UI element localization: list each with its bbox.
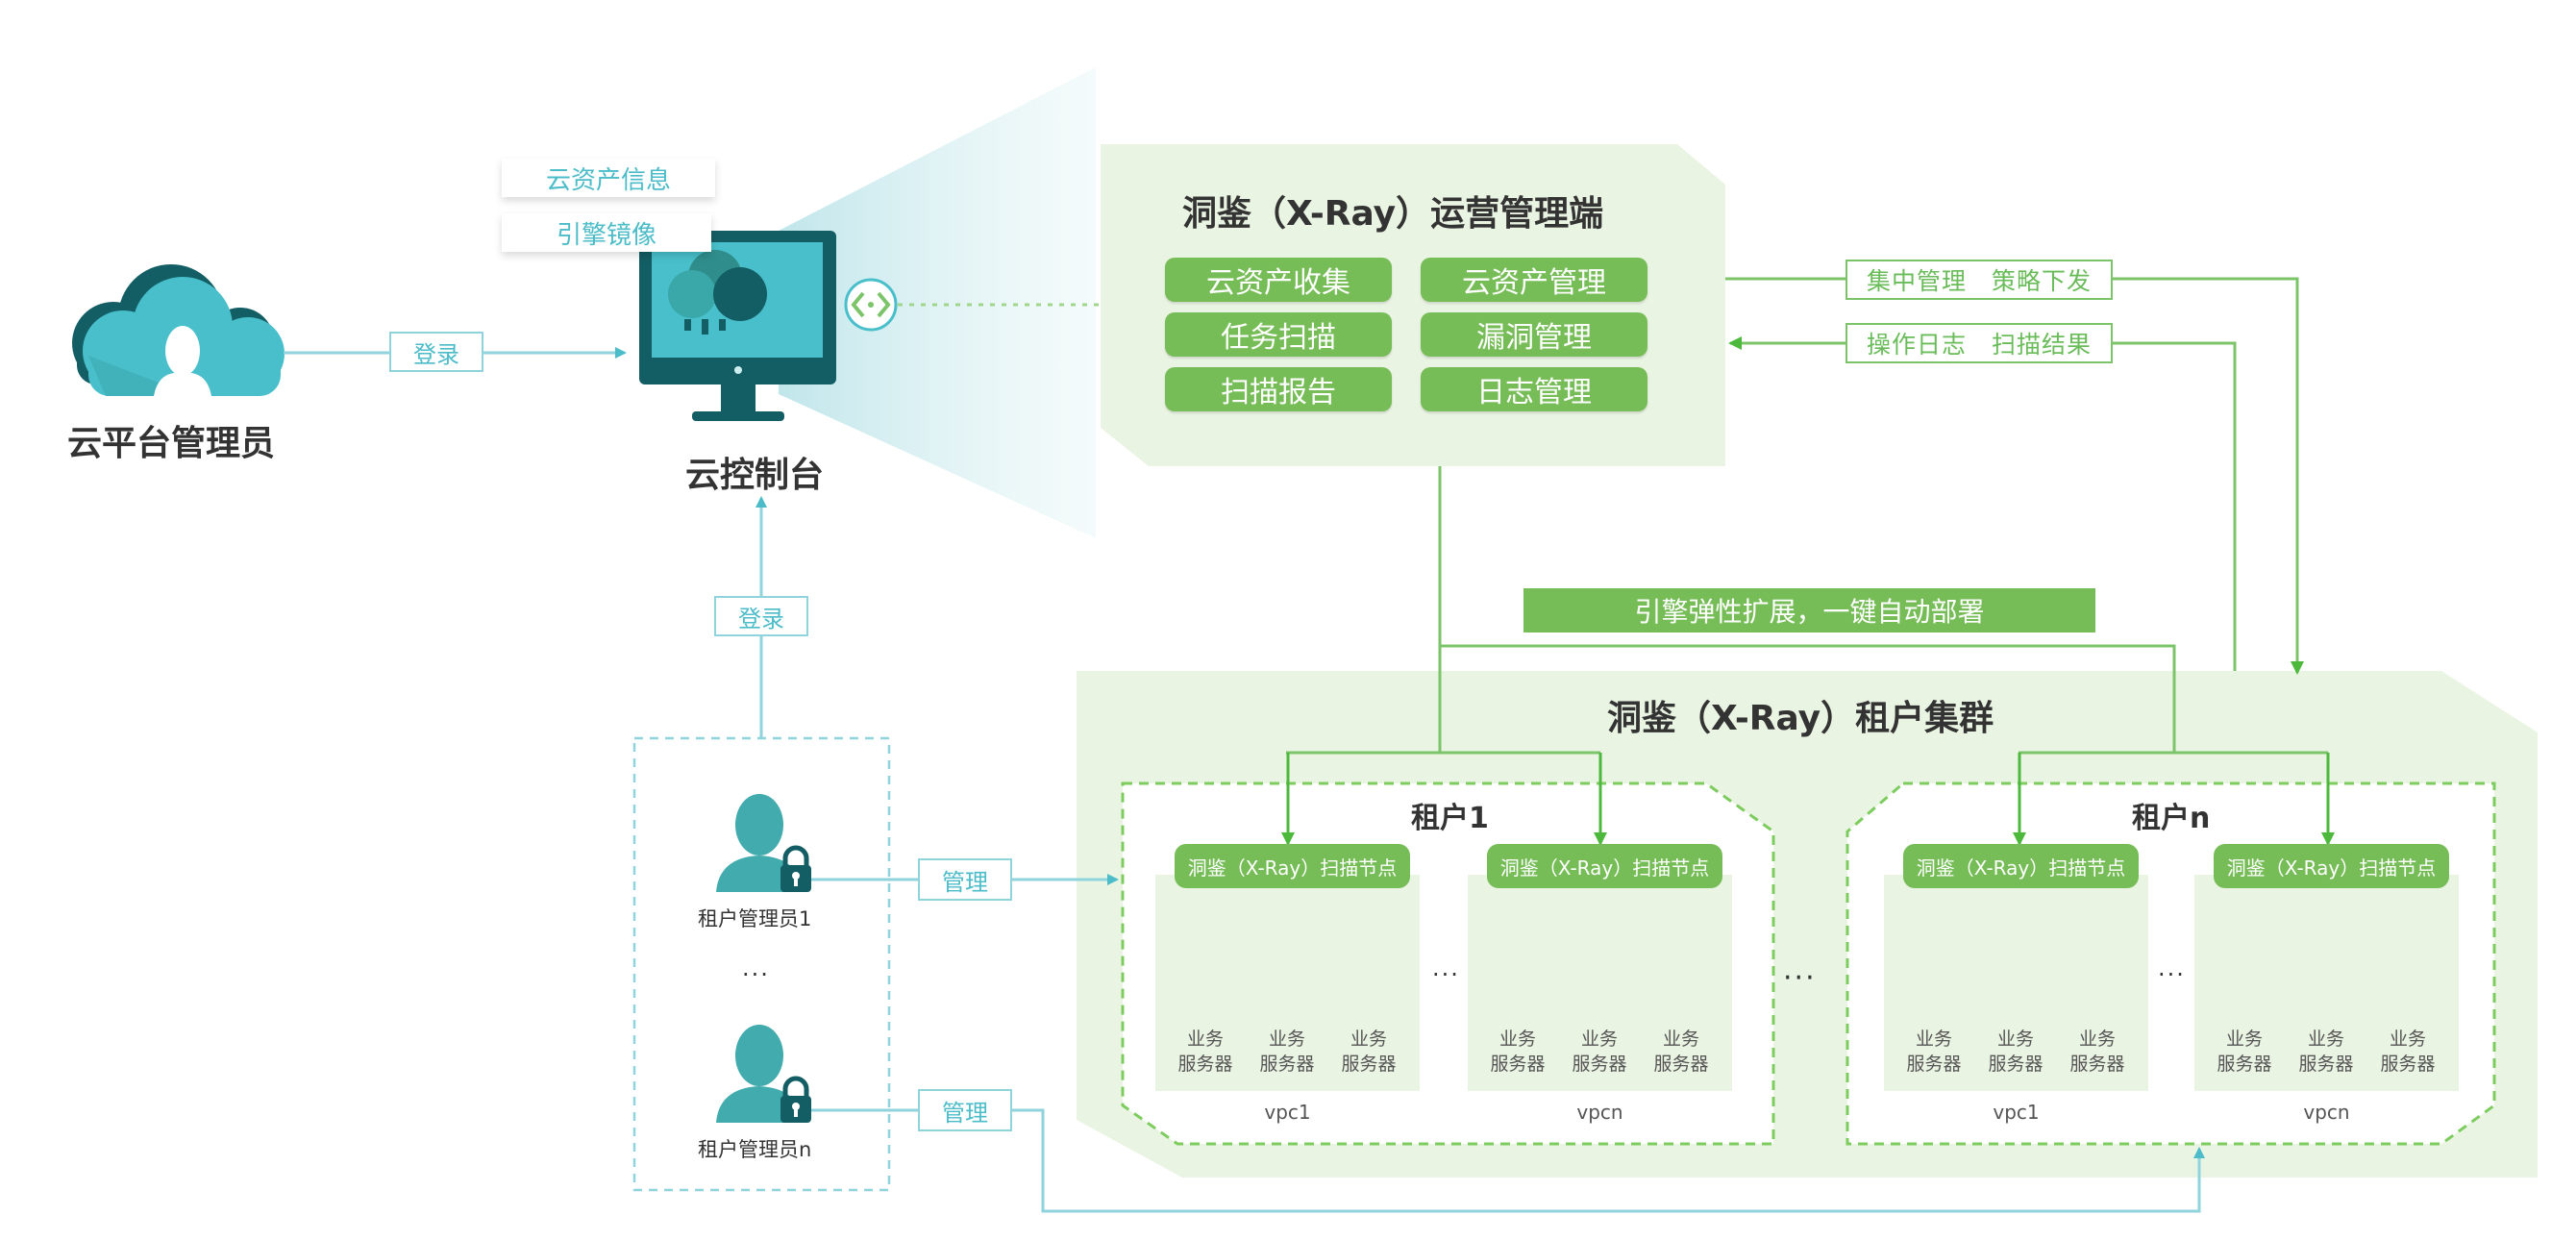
cloud-user-icon [72,264,285,396]
adminn-manage-label: 管理 [918,1089,1012,1131]
tenant-admin-1-label: 租户管理员1 [698,907,812,930]
scan-node[interactable]: 洞鉴（X-Ray）扫描节点 [1487,844,1722,888]
scan-node[interactable]: 洞鉴（X-Ray）扫描节点 [2214,844,2449,888]
func-log-manage[interactable]: 日志管理 [1421,367,1647,411]
uplink-label: 操作日志 扫描结果 [1845,323,2113,363]
scan-node[interactable]: 洞鉴（X-Ray）扫描节点 [1175,844,1410,888]
vpc-area [1884,875,2148,1091]
tenant-n-title: 租户n [2132,802,2211,835]
vpc-area [2194,875,2459,1091]
vpc-label: vpcn [2303,1101,2350,1124]
server-label: 业务 服务器 [1572,1029,1627,1075]
server-label: 业务 服务器 [2217,1029,2272,1075]
vpc-label: vpc1 [1993,1101,2040,1124]
tenant-admin-n-label: 租户管理员n [698,1138,812,1161]
admin1-manage-label: 管理 [918,858,1012,901]
cloud-admin-label: 云平台管理员 [67,424,276,463]
func-cloud-asset-collect[interactable]: 云资产收集 [1165,258,1392,302]
between-tenants-ellipsis: ··· [1783,961,1817,995]
console-label: 云控制台 [685,456,825,495]
server-label: 业务 服务器 [2069,1029,2125,1075]
downlink-label: 集中管理 策略下发 [1845,260,2113,300]
monitor-cloud-icon [639,231,836,421]
scan-node[interactable]: 洞鉴（X-Ray）扫描节点 [1903,844,2139,888]
tenant-n-vpc-ellipsis: ··· [2158,961,2186,988]
tenant-admin-1-icon [716,794,811,892]
tenant-admins-ellipsis: ··· [742,961,770,988]
server-label: 业务 服务器 [2298,1029,2354,1075]
tenant-1-title: 租户1 [1411,802,1489,835]
tag-cloud-asset-info: 云资产信息 [502,159,715,197]
func-vuln-manage[interactable]: 漏洞管理 [1421,312,1647,357]
func-scan-report[interactable]: 扫描报告 [1165,367,1392,411]
admin-login-label: 登录 [389,332,483,372]
tenant-admin-login-label: 登录 [714,596,808,636]
tenant-1-vpc-ellipsis: ··· [1432,961,1460,988]
tag-engine-image: 引擎镜像 [502,213,711,252]
func-cloud-asset-manage[interactable]: 云资产管理 [1421,258,1647,302]
code-brackets-icon[interactable] [844,278,898,332]
server-label: 业务 服务器 [1906,1029,1962,1075]
server-label: 业务 服务器 [1490,1029,1546,1075]
tenant-cluster-title: 洞鉴（X-Ray）租户集群 [1607,699,1994,738]
engine-scale-banner: 引擎弹性扩展，一键自动部署 [1523,588,2095,632]
server-label: 业务 服务器 [1177,1029,1233,1075]
vpc-area [1155,875,1420,1091]
func-task-scan[interactable]: 任务扫描 [1165,312,1392,357]
server-label: 业务 服务器 [1988,1029,2043,1075]
vpc-label: vpcn [1576,1101,1623,1124]
vpc-label: vpc1 [1264,1101,1311,1124]
vpc-area [1468,875,1732,1091]
projection-beam [779,67,1096,538]
server-label: 业务 服务器 [1653,1029,1709,1075]
server-label: 业务 服务器 [2380,1029,2436,1075]
engine-scale-line [1440,644,2176,753]
tenant-admin-n-icon [716,1025,811,1123]
server-label: 业务 服务器 [1341,1029,1397,1075]
ops-panel-title: 洞鉴（X-Ray）运营管理端 [1182,194,1604,234]
server-label: 业务 服务器 [1259,1029,1315,1075]
